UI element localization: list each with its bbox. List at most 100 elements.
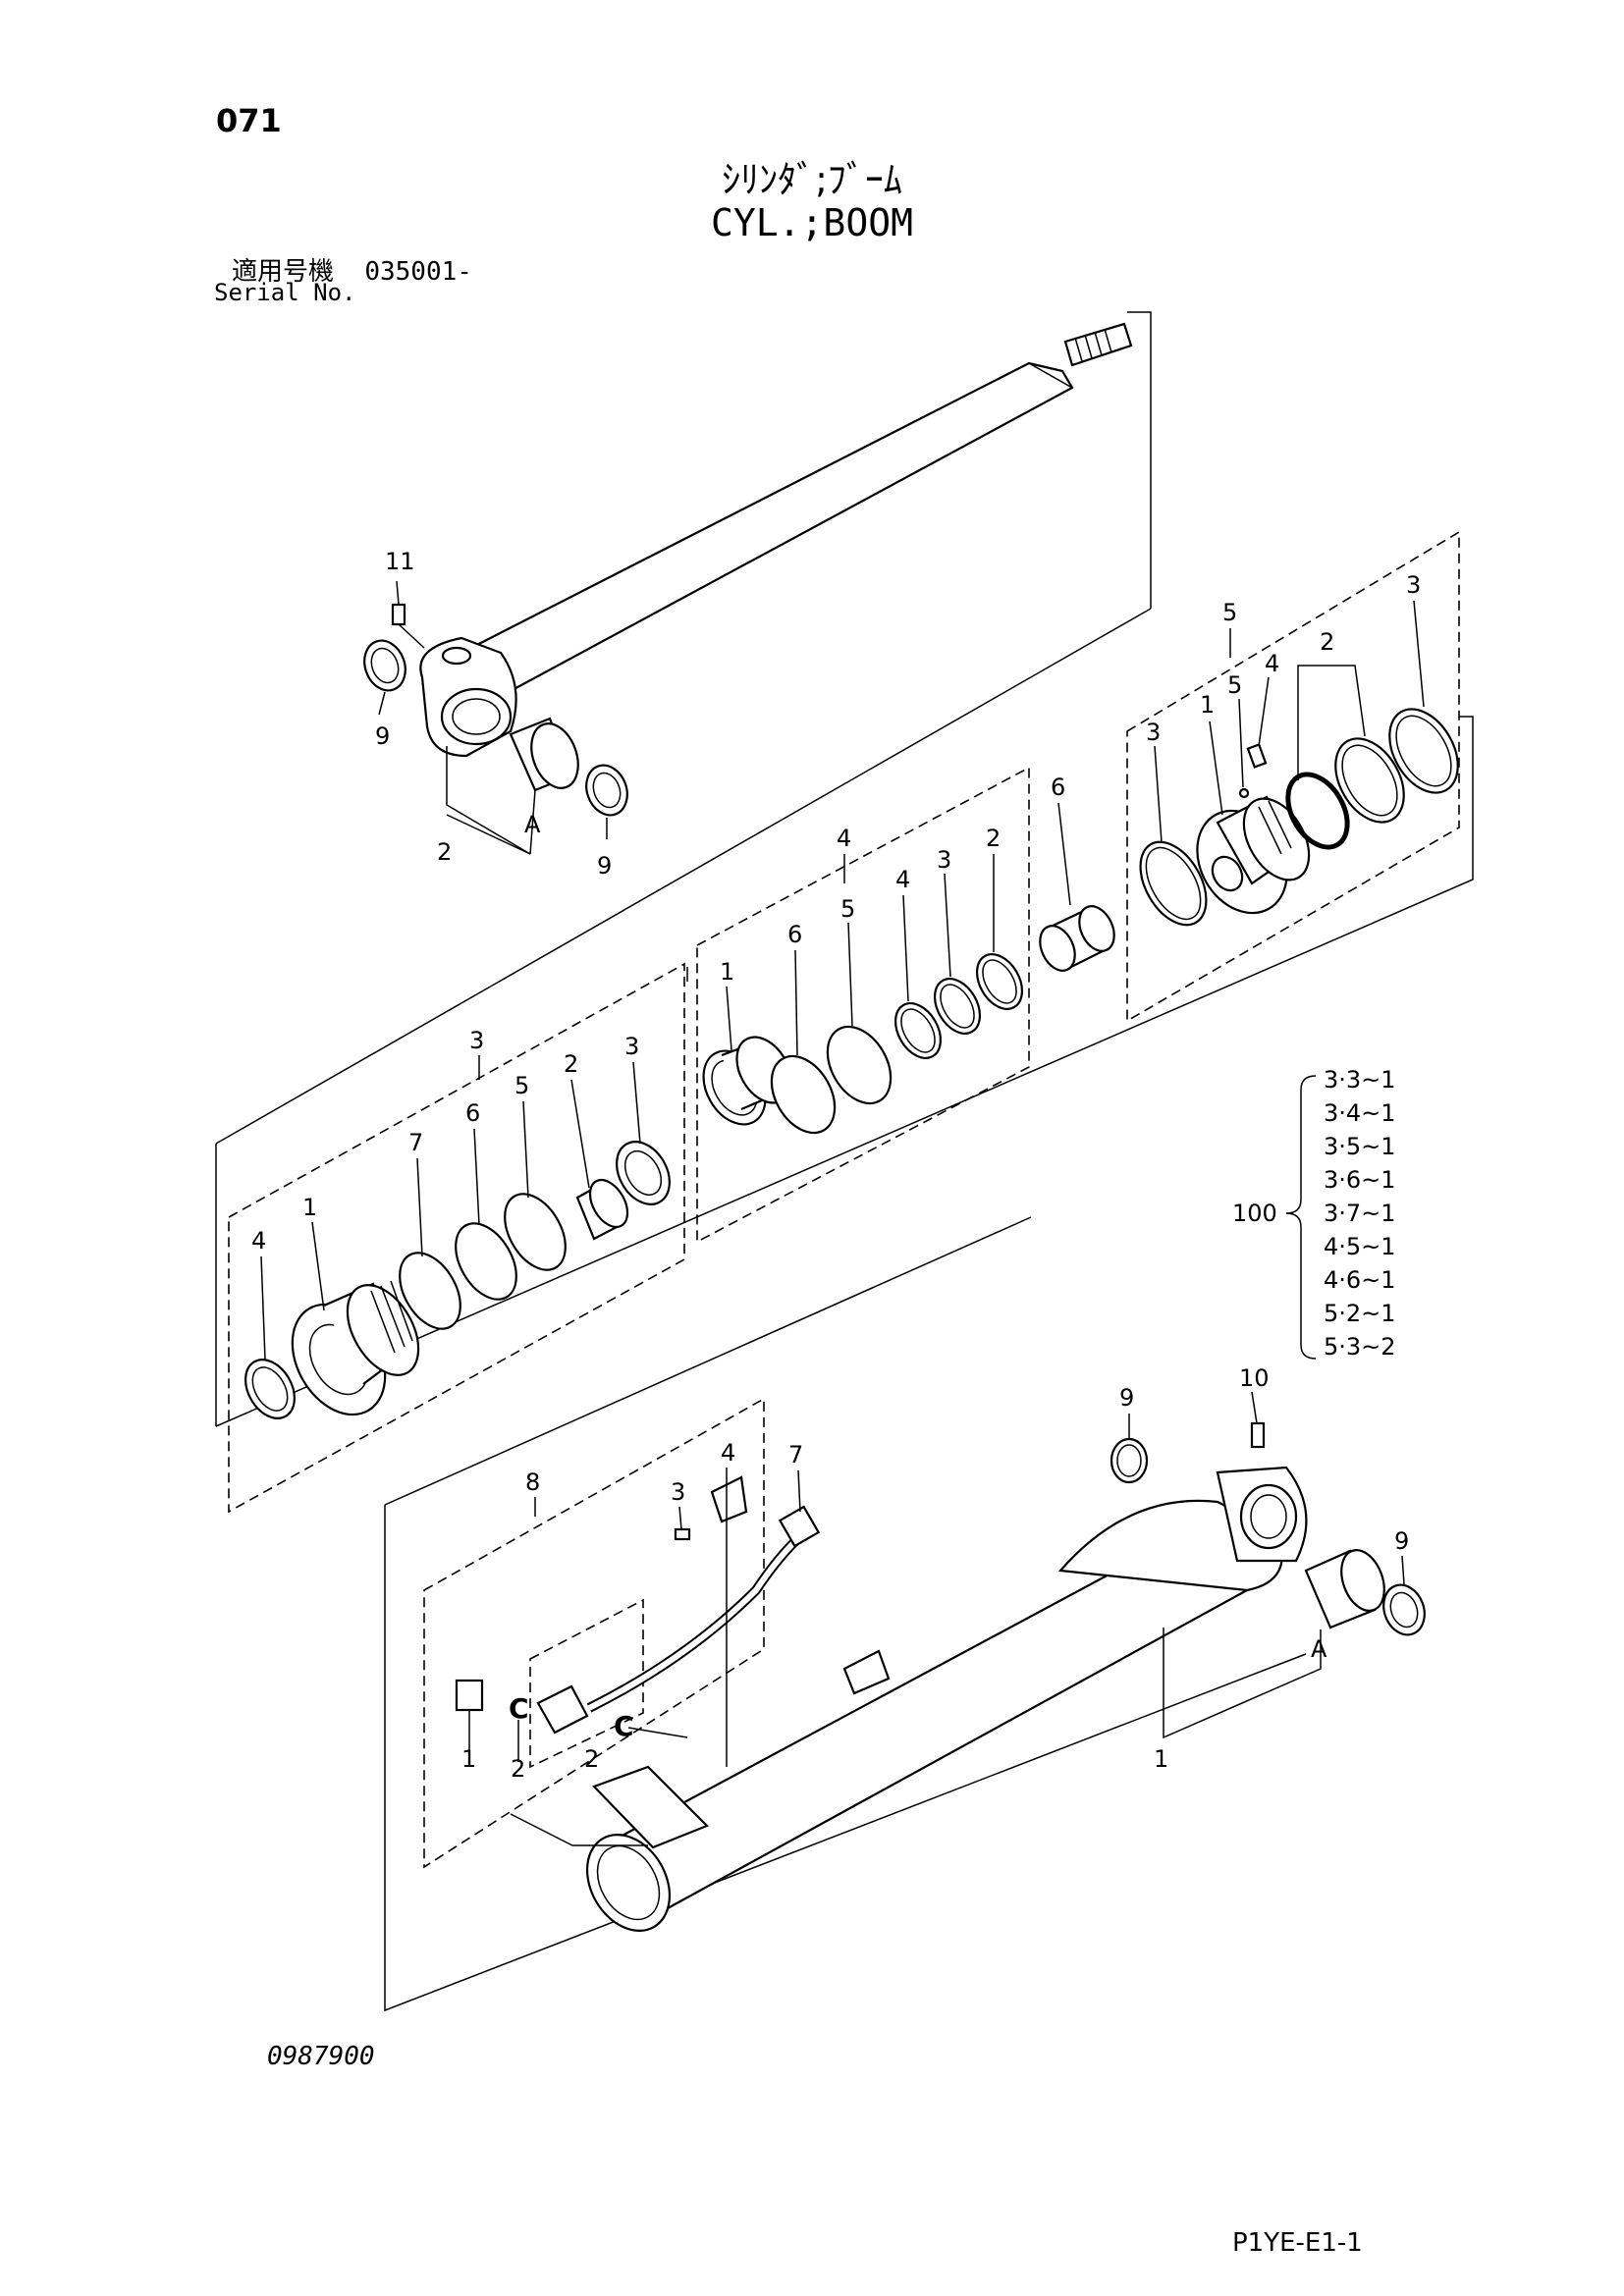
- page-number: 071: [216, 102, 282, 139]
- buffer-ring: [504, 1193, 567, 1271]
- callout-5: 5: [1222, 599, 1237, 626]
- callout-3: 3: [1406, 571, 1421, 599]
- callout-11: 11: [385, 548, 415, 575]
- piston-rod-assembly: 11 9 9 2 A: [215, 311, 1152, 1145]
- callout-3: 3: [1146, 719, 1161, 746]
- callout-6: 6: [1051, 774, 1065, 801]
- seal-ring: [893, 1002, 943, 1059]
- drawing-number: 0987900: [267, 2042, 375, 2071]
- cylinder-tube-group: C C 8 4 7 3 1 2 2 9 10 9 A 1: [384, 1216, 1426, 2012]
- callout-2: 2: [584, 1745, 599, 1773]
- serial-label: 適用号機 035001-: [232, 251, 472, 288]
- sub-frame: [529, 1598, 644, 1769]
- set-screw: [1246, 743, 1268, 769]
- callout-3: 3: [671, 1478, 685, 1506]
- callout-6: 6: [787, 921, 802, 948]
- seal-ring: [975, 953, 1024, 1010]
- dust-seal: [244, 1359, 296, 1419]
- bushing: [1304, 1549, 1385, 1629]
- callout-9: 9: [375, 722, 390, 750]
- u-ring: [455, 1222, 517, 1301]
- callout-6: 6: [465, 1099, 480, 1127]
- kit-item: 3·6~1: [1324, 1166, 1396, 1194]
- cylinder-head-group: 3 4 1 7 6 5 2 3: [215, 962, 688, 1514]
- dust-seal-right: [585, 764, 628, 817]
- wear-ring: [1139, 840, 1208, 927]
- cylinder-head: [291, 1280, 420, 1416]
- dust-seal: [616, 1141, 671, 1205]
- steel-ball: [1238, 787, 1250, 799]
- page-code: P1YE-E1-1: [1232, 2228, 1363, 2258]
- o-ring-glyph: C: [509, 1692, 529, 1725]
- piston-seal-group: 4 1 6 5 4 3 2: [696, 766, 1030, 1244]
- callout-2: 2: [1320, 628, 1334, 656]
- fitting: [455, 1679, 484, 1712]
- callout-7: 7: [408, 1129, 423, 1156]
- callout-7: 7: [788, 1441, 803, 1468]
- title-japanese: ｼﾘﾝﾀﾞ;ﾌﾞｰﾑ: [722, 158, 902, 201]
- name-plate: [592, 1765, 709, 1849]
- bushing: [575, 1179, 629, 1241]
- dust-seal-left: [363, 639, 406, 692]
- callout-9: 9: [597, 852, 612, 880]
- callout-8: 8: [525, 1468, 540, 1496]
- kit-item: 3·4~1: [1324, 1099, 1396, 1127]
- callout-A: A: [1311, 1635, 1327, 1663]
- seal-ring: [933, 978, 982, 1035]
- rod-eye-bushing: [509, 717, 579, 792]
- o-ring-glyph: C: [614, 1710, 634, 1742]
- rod-thread: [1063, 322, 1133, 367]
- callout-1: 1: [302, 1194, 317, 1221]
- kit-item: 3·3~1: [1324, 1066, 1396, 1094]
- callout-5: 5: [840, 895, 855, 923]
- kit-label: 100: [1232, 1200, 1277, 1227]
- callout-3: 3: [624, 1033, 639, 1060]
- serial-value: 035001-: [364, 257, 472, 287]
- backup-ring: [826, 1025, 893, 1105]
- callout-A: A: [524, 811, 541, 838]
- clamp: [710, 1475, 748, 1523]
- callout-10: 10: [1239, 1364, 1270, 1392]
- group-frame: [423, 1397, 765, 1869]
- bolt: [674, 1527, 691, 1541]
- cylinder-tube: [585, 1466, 1308, 1932]
- callout-2: 2: [564, 1050, 578, 1078]
- serial-label-jp: 適用号機: [232, 257, 335, 287]
- callout-5: 5: [1227, 671, 1242, 699]
- backup-ring: [399, 1252, 461, 1330]
- kit-item: 3·7~1: [1324, 1200, 1396, 1227]
- callout-1: 1: [1200, 691, 1215, 719]
- callout-4: 4: [721, 1439, 735, 1467]
- group-frame: [228, 962, 685, 1514]
- kit-item: 3·5~1: [1324, 1133, 1396, 1160]
- o-ring: [770, 1054, 837, 1135]
- callout-3: 3: [937, 846, 951, 874]
- kit-item: 5·3~2: [1324, 1333, 1396, 1361]
- pipe: [536, 1505, 821, 1735]
- wear-ring: [1388, 708, 1459, 794]
- dust-seal: [1382, 1583, 1426, 1636]
- callout-3: 3: [469, 1027, 484, 1054]
- piston-nut: [702, 1036, 792, 1126]
- callout-1: 1: [720, 958, 734, 986]
- grease-fitting: [391, 603, 425, 649]
- callout-9: 9: [1119, 1384, 1134, 1412]
- callout-4: 4: [251, 1227, 266, 1255]
- callout-5: 5: [514, 1072, 529, 1099]
- callout-9: 9: [1394, 1527, 1409, 1555]
- slipper-seal: [1334, 737, 1405, 824]
- serial-label-en: Serial No.: [214, 279, 356, 306]
- kit-item: 5·2~1: [1324, 1300, 1396, 1327]
- group-frame: [696, 766, 1030, 1244]
- seal-kit-list: 100 3·3~1 3·4~1 3·5~1 3·6~1 3·7~1 4·5~1 …: [1232, 1066, 1396, 1361]
- title-english: CYL.;BOOM: [711, 201, 913, 244]
- rod-eye: [419, 636, 517, 758]
- rod-shaft: [460, 361, 1074, 701]
- callout-4: 4: [1265, 650, 1279, 677]
- callout-1: 1: [1154, 1745, 1168, 1773]
- group-frame: [1126, 530, 1460, 1023]
- callout-2: 2: [437, 838, 452, 866]
- callout-1: 1: [461, 1745, 476, 1773]
- callout-2: 2: [511, 1755, 525, 1783]
